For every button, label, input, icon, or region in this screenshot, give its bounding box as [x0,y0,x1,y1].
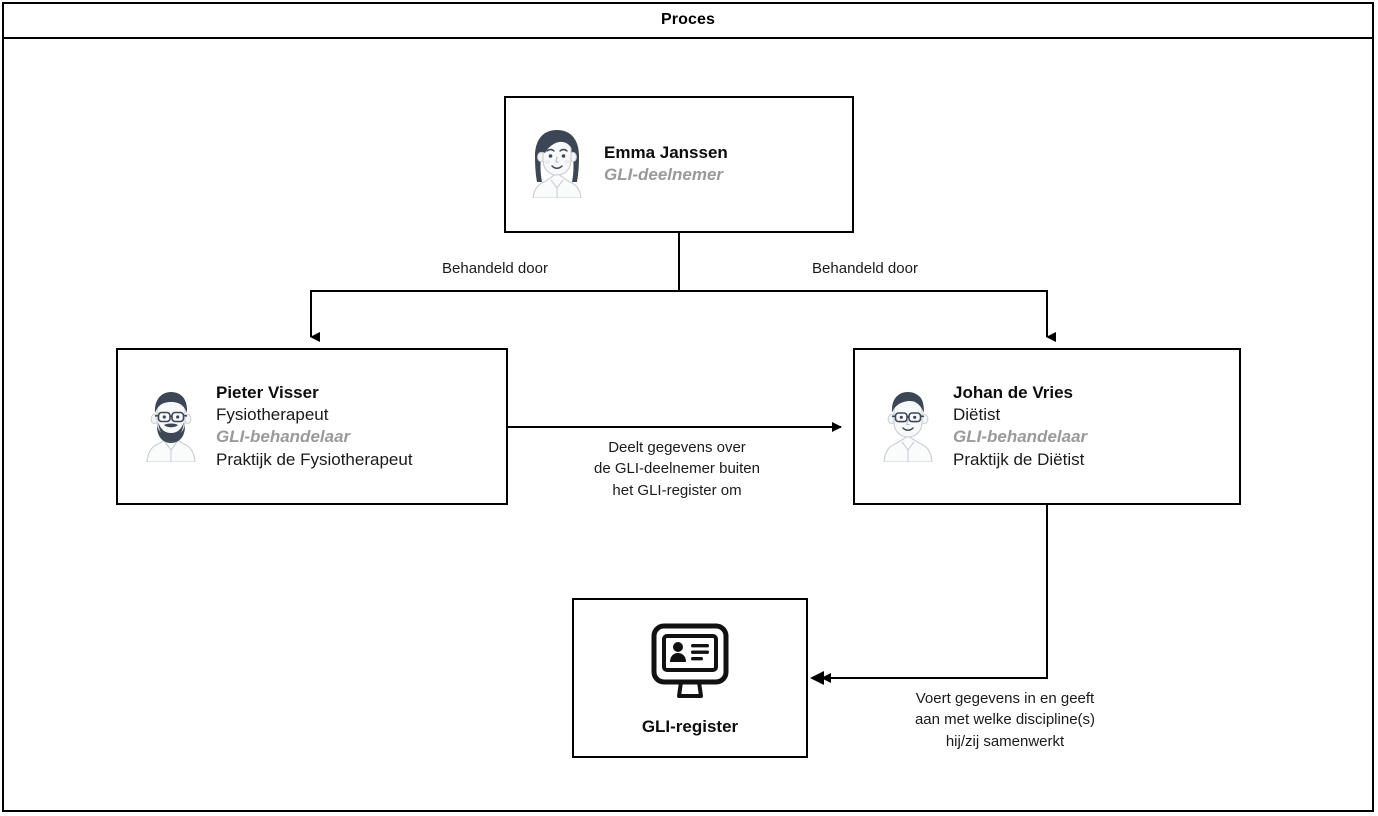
node-emma-text: Emma Janssen GLI-deelnemer [604,142,728,187]
person-tag: GLI-deelnemer [604,165,724,185]
edge-label-emma-pieter: Behandeld door [442,260,548,277]
female-avatar-icon [526,126,588,203]
node-pieter-text: Pieter Visser Fysiotherapeut GLI-behande… [216,382,413,471]
node-johan-text: Johan de Vries Diëtist GLI-behandelaar P… [953,382,1087,471]
node-gli-register[interactable]: GLI-register [572,598,808,758]
node-pieter-visser[interactable]: Pieter Visser Fysiotherapeut GLI-behande… [116,348,508,505]
node-johan-de-vries[interactable]: Johan de Vries Diëtist GLI-behandelaar P… [853,348,1241,505]
edge-label-johan-register: Voert gegevens in en geeft aan met welke… [914,690,1096,750]
monitor-id-card-icon [644,620,736,711]
person-role: Diëtist [953,404,1001,424]
edge-label-pieter-johan: Deelt gegevens over de GLI-deelnemer bui… [594,439,760,499]
diagram-header: Proces [2,2,1374,39]
person-practice: Praktijk de Fysiotherapeut [216,449,413,469]
person-name: Johan de Vries [953,382,1073,402]
person-role: Fysiotherapeut [216,404,329,424]
edge-label-emma-johan: Behandeld door [812,260,918,277]
person-tag: GLI-behandelaar [953,427,1088,447]
male-avatar-icon [877,386,939,467]
node-emma-janssen[interactable]: Emma Janssen GLI-deelnemer [504,96,854,233]
person-practice: Praktijk de Diëtist [953,449,1085,469]
person-name: Pieter Visser [216,382,319,402]
person-name: Emma Janssen [604,143,728,163]
page-title: Proces [661,10,715,28]
register-label: GLI-register [641,716,739,736]
person-tag: GLI-behandelaar [216,427,351,447]
bearded-male-avatar-icon [140,386,202,467]
